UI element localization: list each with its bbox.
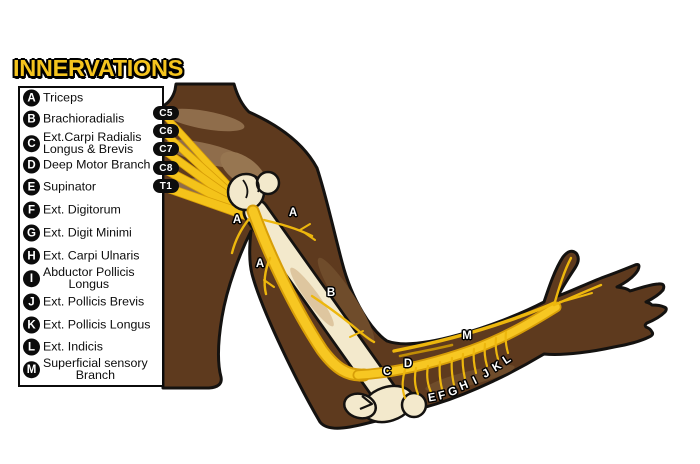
legend-letter-badge: I — [23, 270, 40, 288]
spine-badge-c5: C5 — [153, 106, 179, 120]
arm-label-d: D — [403, 358, 413, 370]
arm-label-a1: A — [232, 214, 242, 226]
legend-text: Deep Motor Branch — [43, 157, 151, 172]
elbow-bones — [342, 384, 428, 424]
legend-letter-badge: D — [23, 156, 40, 174]
legend-text: Ext. Digitorum — [43, 202, 121, 217]
legend-letter-badge: K — [23, 316, 40, 334]
legend-letter-badge: J — [23, 293, 40, 311]
legend-letter-badge: B — [23, 110, 40, 128]
legend-text: Ext. Carpi Ulnaris — [43, 248, 140, 263]
spine-badge-c6: C6 — [153, 124, 179, 138]
legend-letter-badge: A — [23, 89, 40, 107]
arm-label-c: C — [382, 366, 392, 378]
legend-letter-badge: G — [23, 224, 40, 242]
arm-label-a3: A — [255, 258, 265, 270]
legend-text: Ext. Indicis — [43, 339, 103, 354]
arm-label-e: E — [427, 391, 437, 405]
spine-badge-c8: C8 — [153, 161, 179, 175]
torso-arm-silhouette — [161, 82, 668, 430]
arm-label-b: B — [326, 287, 336, 299]
spine-badge-c7: C7 — [153, 142, 179, 156]
legend-letter-badge: M — [23, 361, 40, 379]
legend-text: Ext. Pollicis Longus — [43, 317, 151, 332]
arm-label-a2: A — [288, 207, 298, 219]
radial-nerve — [230, 204, 603, 400]
legend-letter-badge: C — [23, 135, 40, 153]
arm-label-m: M — [462, 330, 472, 342]
legend-text: Triceps — [43, 90, 84, 105]
legend-text: Ext. Digit Minimi — [43, 225, 132, 240]
legend-text: Brachioradialis — [43, 111, 125, 126]
legend-letter-badge: L — [23, 338, 40, 356]
legend-letter-badge: F — [23, 201, 40, 219]
spine-badge-t1: T1 — [153, 179, 179, 193]
page-title: INNERVATIONS — [13, 55, 184, 81]
legend-letter-badge: E — [23, 178, 40, 196]
legend-text: Ext. Pollicis Brevis — [43, 294, 145, 309]
legend-letter-badge: H — [23, 247, 40, 265]
legend-text: Supinator — [43, 179, 97, 194]
